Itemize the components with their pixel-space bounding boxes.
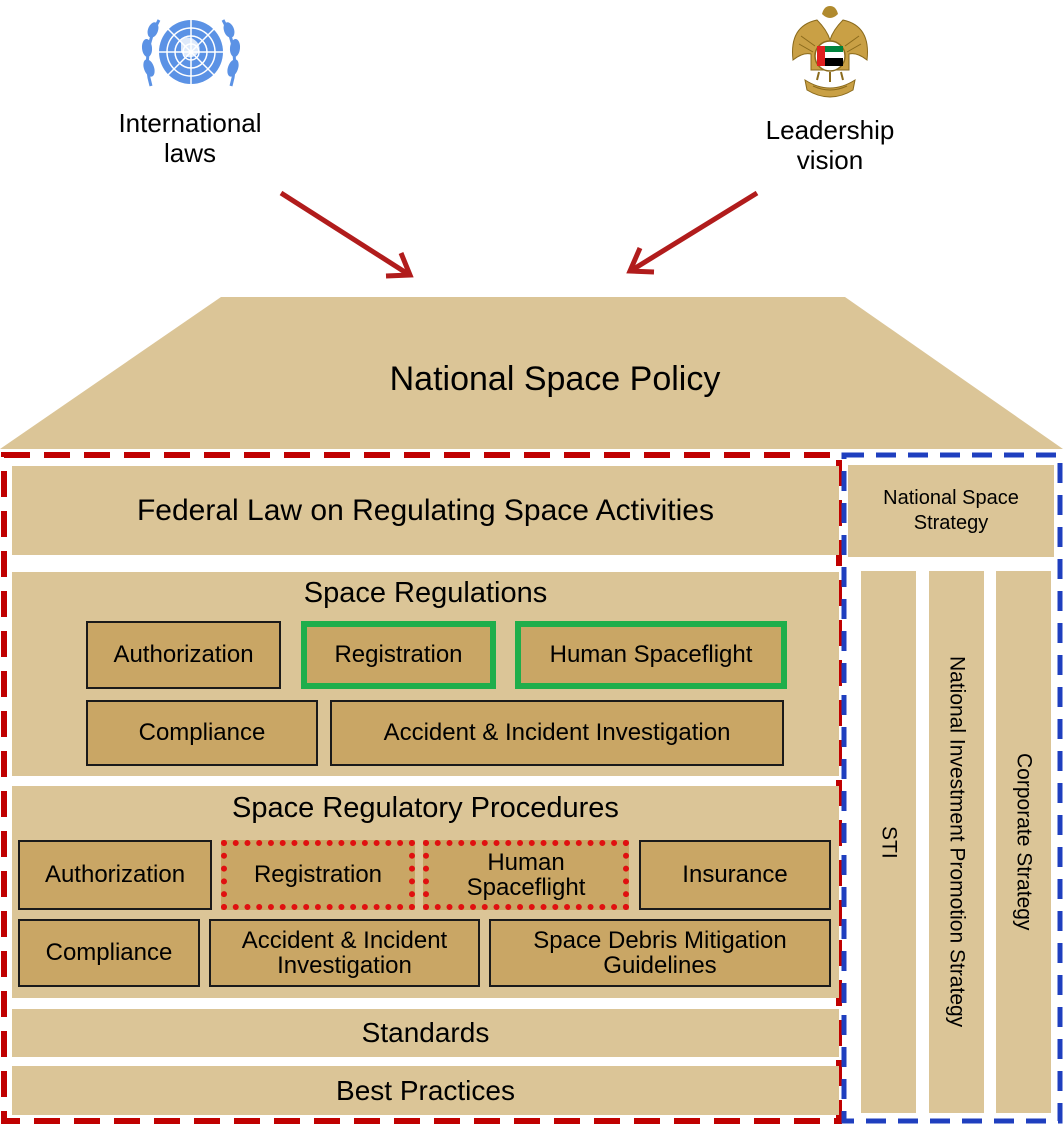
uae-eagle-emblem-icon xyxy=(787,0,873,104)
federal-law-label: Federal Law on Regulating Space Activiti… xyxy=(136,493,714,527)
best-practices-band: Best Practices xyxy=(12,1066,839,1115)
best-practices-label: Best Practices xyxy=(336,1074,515,1106)
reg-authorization-box: Authorization xyxy=(86,621,281,689)
roof xyxy=(0,297,1063,449)
corporate-strategy-column: Corporate Strategy xyxy=(996,571,1051,1113)
reg-human-spaceflight-box: Human Spaceflight xyxy=(515,621,787,689)
strategy-frame xyxy=(841,452,1063,1124)
proc-insurance-box: Insurance xyxy=(639,840,831,910)
reg-compliance-box: Compliance xyxy=(86,700,318,766)
national-space-policy-title: National Space Policy xyxy=(389,359,721,398)
space-regulations-title: Space Regulations xyxy=(303,576,548,609)
proc-authorization-box: Authorization xyxy=(18,840,212,910)
sti-label: STI xyxy=(877,825,901,859)
proc-debris-box: Space Debris Mitigation Guidelines xyxy=(489,919,831,987)
sti-column: STI xyxy=(861,571,916,1113)
reg-accident-box: Accident & Incident Investigation xyxy=(330,700,784,766)
standards-band: Standards xyxy=(12,1009,839,1057)
un-emblem-icon xyxy=(137,6,245,98)
national-space-strategy-box: National Space Strategy xyxy=(848,465,1054,557)
investment-strategy-label: National Investment Promotion Strategy xyxy=(945,656,969,1028)
investment-strategy-column: National Investment Promotion Strategy xyxy=(929,571,984,1113)
proc-compliance-box: Compliance xyxy=(18,919,200,987)
proc-accident-box: Accident & Incident Investigation xyxy=(209,919,480,987)
procedures-title: Space Regulatory Procedures xyxy=(232,791,619,824)
federal-law-band: Federal Law on Regulating Space Activiti… xyxy=(12,466,839,555)
regulation-frame xyxy=(1,452,842,1124)
proc-registration-box: Registration xyxy=(221,840,415,910)
reg-registration-box: Registration xyxy=(301,621,496,689)
arrow-international xyxy=(279,190,414,279)
international-laws-label: International laws xyxy=(118,108,262,168)
corporate-strategy-label: Corporate Strategy xyxy=(1012,753,1036,931)
proc-human-spaceflight-box: Human Spaceflight xyxy=(423,840,629,910)
national-space-strategy-label: National Space Strategy xyxy=(883,487,1019,534)
leadership-vision-label: Leadership vision xyxy=(765,115,895,175)
standards-label: Standards xyxy=(361,1017,490,1048)
arrow-leadership xyxy=(626,190,759,275)
